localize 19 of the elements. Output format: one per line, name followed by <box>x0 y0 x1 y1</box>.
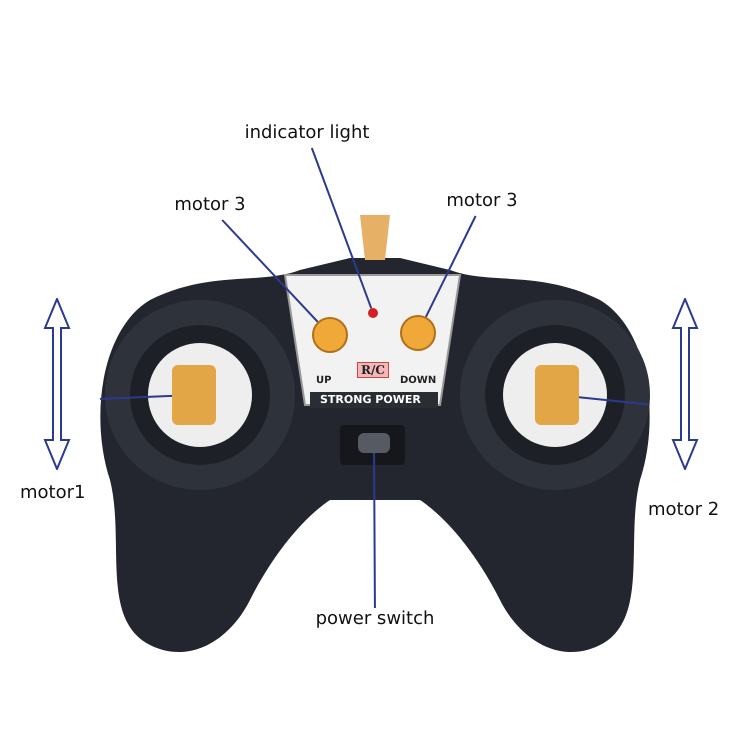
slide-switch <box>358 433 390 453</box>
leader-line <box>100 394 172 400</box>
callout-label: motor 3 <box>432 190 532 216</box>
leader-line <box>373 453 376 608</box>
callout-label: motor 2 <box>648 499 720 520</box>
panel-text: UP <box>316 375 332 386</box>
panel-text: R/C <box>357 362 389 378</box>
callout-label: motor 3 <box>160 194 260 220</box>
panel-text: STRONG POWER <box>320 393 421 406</box>
callout-label: indicator light <box>232 122 382 148</box>
leader-line <box>578 396 648 406</box>
callout-label: motor1 <box>20 482 86 503</box>
leader-line <box>425 216 476 318</box>
joystick <box>172 365 216 425</box>
callout-label: power switch <box>300 608 450 634</box>
panel-text: DOWN <box>400 375 436 386</box>
leader-line <box>310 148 372 309</box>
joystick <box>535 365 579 425</box>
leader-line <box>221 219 318 323</box>
